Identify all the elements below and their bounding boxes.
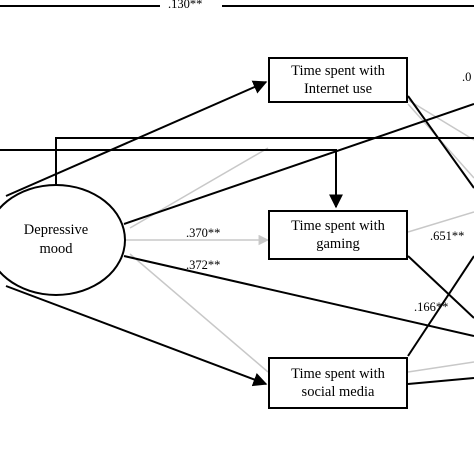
coef-mood-gaming-lower: .372** (186, 258, 221, 272)
node-time-gaming-line2: gaming (316, 236, 360, 252)
path-gaming-down-right (407, 255, 474, 319)
node-time-gaming: Time spent with gaming (268, 210, 408, 260)
node-time-social-line2: social media (301, 384, 375, 400)
node-depressive-mood: Depressive mood (0, 184, 126, 296)
path-gray-internet-right (407, 99, 474, 141)
coef-gaming-right: .651** (430, 229, 465, 243)
path-gray-gaming-right (407, 211, 474, 233)
path-gray-social-right (407, 361, 474, 373)
path-mood-to-social (5, 285, 268, 387)
node-time-social-line1: Time spent with (291, 366, 385, 382)
path-gray-mood-up (129, 147, 269, 229)
node-depressive-mood-line1: Depressive (23, 222, 89, 238)
path-social-up-right (407, 255, 474, 357)
path-social-right (407, 377, 474, 385)
path-gray-mood-down (129, 253, 269, 373)
node-time-internet-line1: Time spent with (291, 63, 385, 79)
path-mood-over-to-gaming (55, 137, 474, 187)
node-time-internet-line2: Internet use (303, 81, 373, 97)
path-left-to-gaming (0, 149, 343, 209)
coef-mood-gaming-upper: .370** (186, 226, 221, 240)
node-time-internet: Time spent with Internet use (268, 57, 408, 103)
node-time-social: Time spent with social media (268, 357, 408, 409)
coef-top: .130** (168, 0, 203, 11)
path-mood-lower-to-right (123, 255, 474, 337)
node-time-gaming-line1: Time spent with (291, 218, 385, 234)
coef-social-right: .166** (414, 300, 449, 314)
coef-internet-right: .0 (462, 70, 472, 84)
path-internet-down-right (407, 95, 474, 189)
path-mood-upper-to-right (123, 103, 474, 225)
node-depressive-mood-line2: mood (39, 241, 73, 257)
